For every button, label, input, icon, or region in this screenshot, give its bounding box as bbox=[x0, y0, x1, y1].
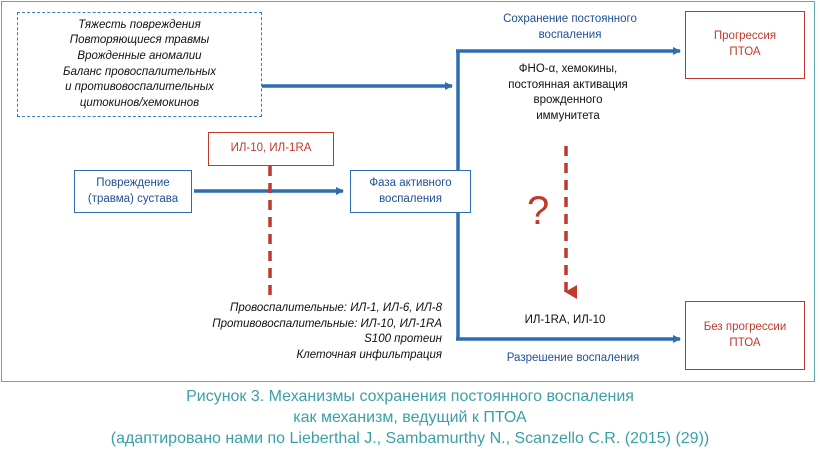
persistent-factor-3: врожденного bbox=[533, 94, 603, 107]
caption-line-3: (адаптировано нами по Lieberthal J., Sam… bbox=[110, 430, 710, 447]
figure-caption: Рисунок 3. Механизмы сохранения постоянн… bbox=[0, 386, 820, 449]
no-progression-box: Без прогрессии ПТОА bbox=[685, 301, 805, 370]
persistent-inflammation-label: Сохранение постоянного воспаления bbox=[470, 12, 670, 43]
risk-factor-1: Тяжесть повреждения bbox=[78, 18, 201, 31]
marker-line-1: Провоспалительные: ИЛ-1, ИЛ-6, ИЛ-8 bbox=[230, 302, 442, 314]
risk-factor-5: и противовоспалительных bbox=[65, 81, 214, 94]
risk-factor-6: цитокинов/хемокинов bbox=[79, 96, 200, 109]
caption-line-1: Рисунок 3. Механизмы сохранения постоянн… bbox=[186, 388, 634, 405]
persistent-factor-1: ФНО-α, хемокины, bbox=[518, 63, 618, 75]
progression-line-1: Прогрессия bbox=[713, 30, 777, 43]
question-mark: ? bbox=[527, 189, 550, 233]
active-phase-box: Фаза активного воспаления bbox=[350, 170, 471, 213]
injury-box-line-2: (травма) сустава bbox=[87, 192, 179, 205]
persistent-factor-2: постоянная активация bbox=[508, 78, 628, 91]
marker-line-2: Противовоспалительные: ИЛ-10, ИЛ-1RA bbox=[212, 317, 442, 330]
il-box-label: ИЛ-10, ИЛ-1RA bbox=[230, 142, 312, 155]
marker-line-4: Клеточная инфильтрация bbox=[296, 348, 443, 361]
progression-line-2: ПТОА bbox=[729, 46, 761, 58]
active-phase-line-2: воспаления bbox=[379, 192, 442, 205]
il-box: ИЛ-10, ИЛ-1RA bbox=[208, 132, 334, 166]
risk-factors-box: Тяжесть повреждения Повторяющиеся травмы… bbox=[17, 12, 262, 117]
risk-factor-4: Баланс провоспалительных bbox=[62, 65, 217, 78]
persistent-label-line-2: воспаления bbox=[538, 28, 602, 41]
persistent-factors: ФНО-α, хемокины, постоянная активация вр… bbox=[478, 62, 658, 124]
resolution-label: Разрешение воспаления bbox=[506, 352, 640, 364]
progression-box: Прогрессия ПТОА bbox=[685, 11, 805, 79]
marker-line-3: S100 протеин bbox=[364, 333, 442, 346]
injury-box-line-1: Повреждение bbox=[96, 176, 170, 189]
persistent-factor-4: иммунитета bbox=[536, 109, 600, 122]
resolution-markers: ИЛ-1RA, ИЛ-10 bbox=[524, 314, 606, 326]
active-phase-markers: Провоспалительные: ИЛ-1, ИЛ-6, ИЛ-8 Прот… bbox=[150, 301, 442, 363]
figure-frame bbox=[1, 1, 815, 382]
injury-box: Повреждение (травма) сустава bbox=[74, 170, 192, 213]
active-phase-line-1: Фаза активного bbox=[369, 176, 452, 189]
risk-factor-2: Повторяющиеся травмы bbox=[69, 34, 210, 47]
no-progression-line-2: ПТОА bbox=[729, 336, 761, 349]
risk-factor-3: Врожденные аномалии bbox=[77, 49, 202, 62]
no-progression-line-1: Без прогрессии bbox=[703, 320, 787, 333]
persistent-label-line-1: Сохранение постоянного bbox=[503, 13, 637, 25]
caption-line-2: как механизм, ведущий к ПТОА bbox=[293, 409, 527, 426]
